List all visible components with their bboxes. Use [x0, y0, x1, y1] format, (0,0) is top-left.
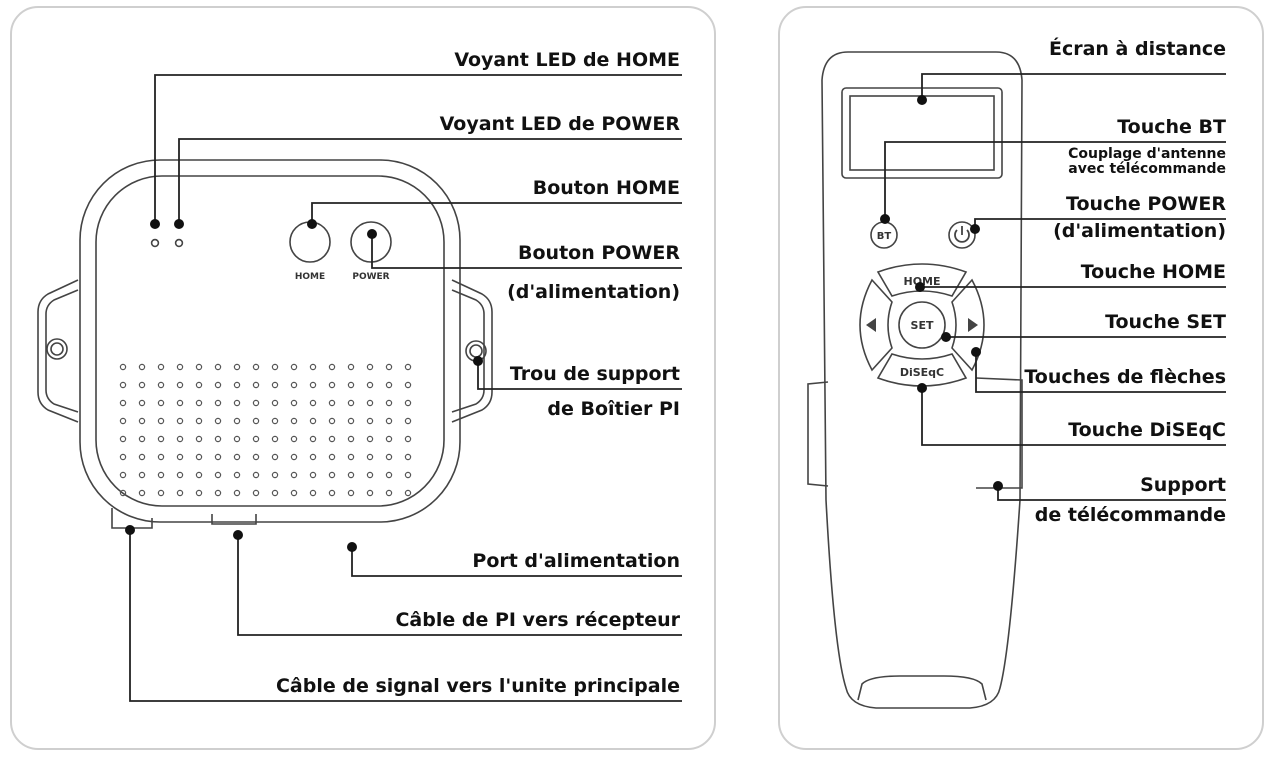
arrow-keys-label: Touches de flèches — [1024, 366, 1226, 388]
power-led-label: Voyant LED de POWER — [439, 113, 680, 135]
home-button-text: HOME — [295, 272, 325, 282]
set-key-label: Touche SET — [1105, 311, 1226, 333]
power-key — [948, 221, 976, 249]
diseqc-key — [876, 353, 968, 387]
home-key — [876, 263, 968, 297]
bt-key-sublabel-1: Couplage d'antenne — [1068, 146, 1226, 162]
mount-hole-sublabel: de Boîtier PI — [547, 398, 680, 420]
base-unit-panel — [10, 6, 716, 750]
receiver-cable-label: Câble de PI vers récepteur — [395, 609, 680, 631]
signal-cable-label: Câble de signal vers l'unite principale — [275, 675, 680, 697]
set-key — [898, 301, 946, 349]
base-unit-leaders — [129, 74, 682, 702]
home-button-label: Bouton HOME — [532, 177, 680, 199]
holder-sublabel: de télécommande — [1034, 504, 1226, 526]
right-mount-ear — [451, 279, 493, 423]
power-led — [174, 238, 184, 248]
set-key-text: SET — [911, 319, 934, 332]
diseqc-key-label: Touche DiSEqC — [1068, 419, 1226, 441]
bt-key-label: Touche BT — [1117, 116, 1226, 138]
power-port-label: Port d'alimentation — [472, 550, 680, 572]
power-button-sublabel: (d'alimentation) — [507, 281, 680, 303]
base-unit-leader-dots — [125, 219, 483, 552]
left-mount-ear — [37, 279, 79, 423]
remote-leader-dots — [880, 95, 1003, 491]
remote-body — [807, 51, 1023, 709]
base-unit-body-outer — [79, 159, 461, 523]
power-key-label: Touche POWER — [1066, 193, 1226, 215]
bt-key-text: BT — [877, 231, 892, 242]
home-key-text: HOME — [903, 275, 940, 288]
arrow-glyphs — [866, 318, 978, 332]
right-arrow-key — [951, 278, 985, 372]
base-unit — [37, 159, 493, 529]
bt-key-sublabel-2: avec télécommande — [1068, 161, 1226, 177]
home-key-label: Touche HOME — [1080, 261, 1226, 283]
power-button-label: Bouton POWER — [518, 242, 680, 264]
mount-hole-label: Trou de support — [509, 363, 680, 385]
screen-label: Écran à distance — [1048, 38, 1226, 60]
holder-label: Support — [1140, 474, 1226, 496]
power-key-sublabel: (d'alimentation) — [1053, 220, 1226, 242]
home-led — [150, 238, 160, 248]
left-arrow-key — [859, 278, 893, 372]
power-button-text: POWER — [352, 272, 389, 282]
power-button — [350, 221, 392, 263]
home-led-label: Voyant LED de HOME — [454, 49, 680, 71]
speaker-grill — [119, 363, 412, 497]
base-unit-face — [95, 175, 445, 507]
diseqc-key-text: DiSEqC — [900, 366, 944, 379]
